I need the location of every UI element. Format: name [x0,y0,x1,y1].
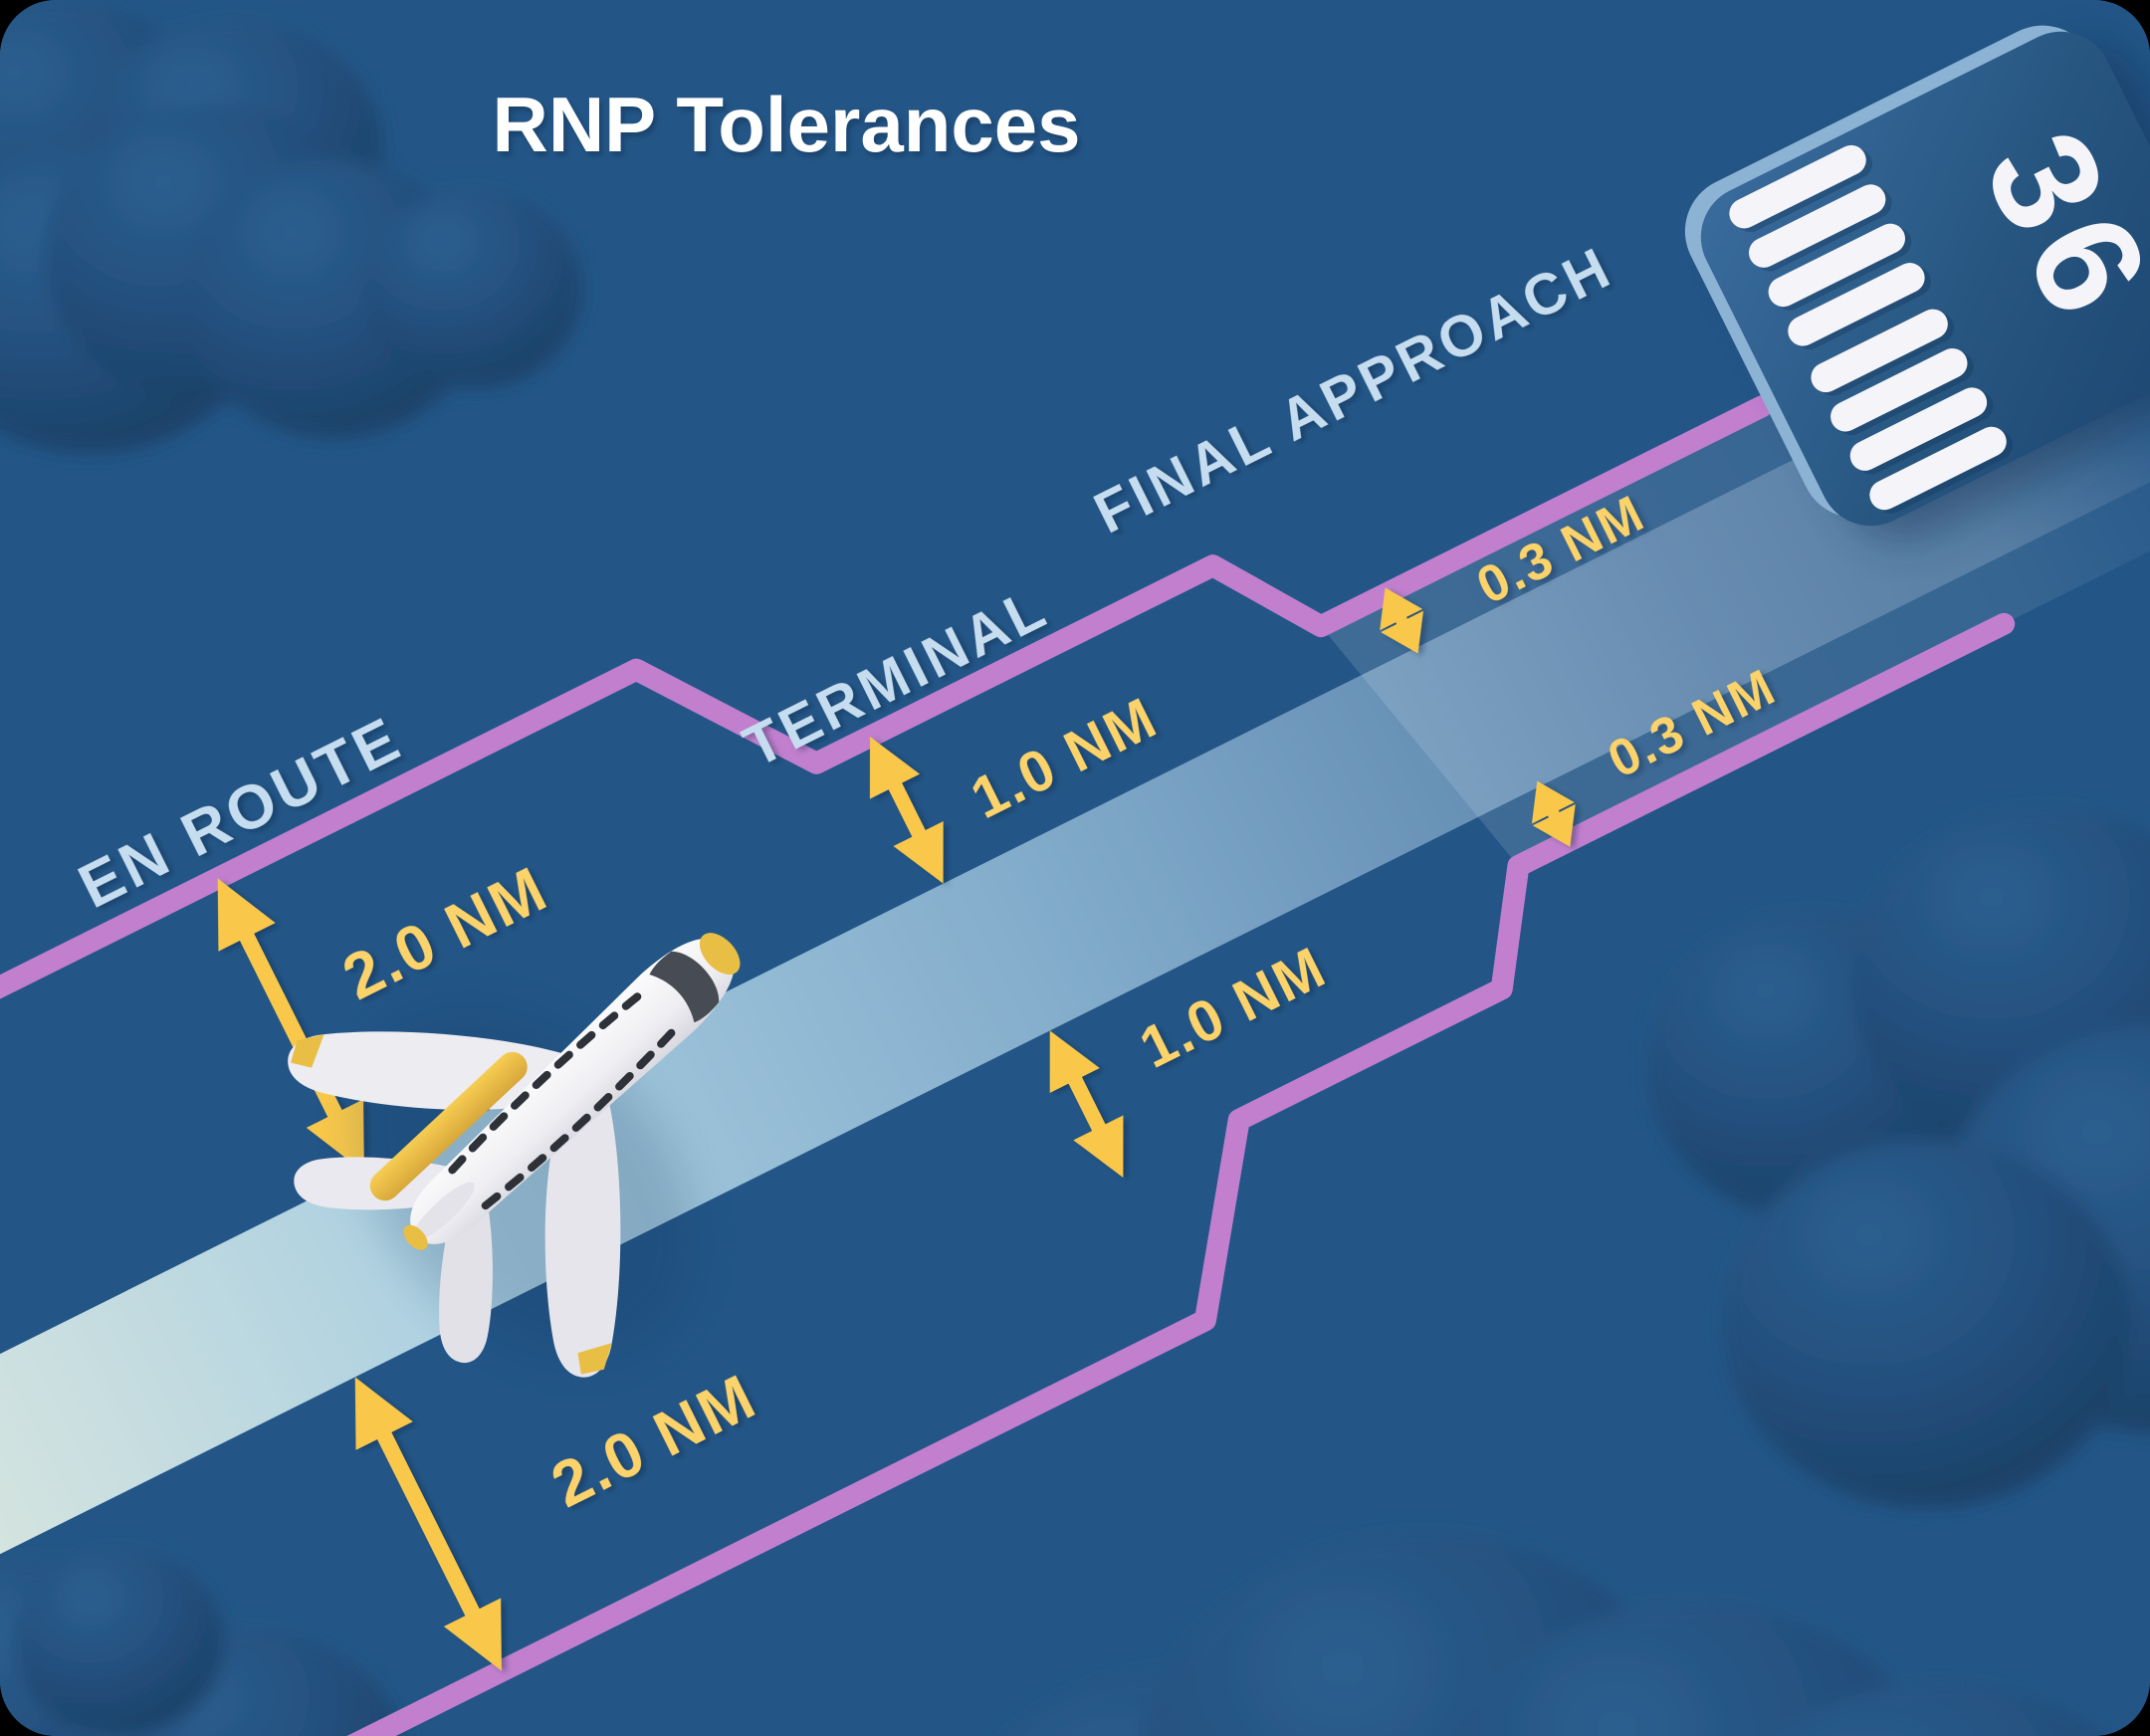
airplane-wingtip-left [291,1034,324,1068]
airplane-fuselage [410,938,735,1244]
tolerance-arrow-terminal-upper [869,737,944,884]
cloud-right-middle [1647,806,2150,1508]
runway-icon: 36 [1684,25,2150,540]
cloud-icon [15,1548,224,1736]
tolerance-arrow-final-lower [1531,780,1576,847]
cloud-cluster-top-left [0,0,582,453]
tolerance-arrow-final-upper [1380,587,1424,654]
runway-threshold-stripes [1729,144,2014,514]
cloud-icon [1774,1682,2108,1736]
cloud-icon [1450,1603,1934,1736]
airplane-tail-tip [403,1224,428,1250]
corridor-boundary-upper [0,395,1774,1289]
cloud-icon [1722,1140,2130,1508]
airplane-window-row-right [477,1028,676,1213]
cloud-icon [363,189,582,388]
page-title: RNP Tolerances [492,81,1080,168]
airplane-cockpit-window [649,951,720,1023]
airplane-engine-pod [369,1051,528,1201]
cloud-bottom-right [1006,1533,2108,1736]
airplane-wing-right [544,1096,621,1378]
airplane-icon [288,933,741,1378]
airplane-window-row-left [444,992,642,1179]
cloud-bottom-left [0,1548,405,1736]
airplane-nose-tip [699,933,741,976]
corridor-boundary-lower [0,612,2016,1736]
tolerance-arrow-terminal-lower [1049,1030,1124,1179]
tolerance-arrow-en-route-lower [354,1377,502,1671]
airplane-wingtip-right [577,1343,612,1375]
airplane-tail-fin [411,1182,475,1242]
